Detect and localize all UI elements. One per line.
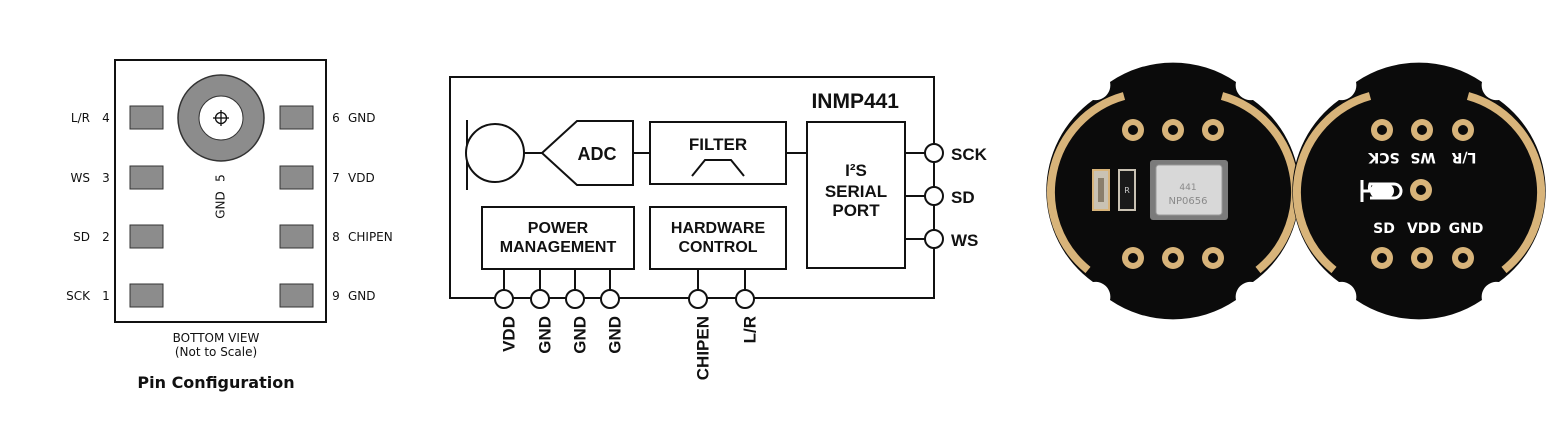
pad-2 (129, 224, 164, 249)
pin-number: 4 (102, 111, 110, 125)
serial-port-label: PORT (832, 201, 880, 220)
bottom-pin-lr: L/R (740, 316, 759, 343)
power-mgmt-label: MANAGEMENT (500, 239, 617, 256)
chip-marking: NP0656 (1169, 196, 1208, 207)
silk-label-vdd: VDD (1407, 221, 1441, 237)
pin-label: GND (348, 111, 376, 125)
pcb-back: SCK WS L/R SD VDD GND (1292, 62, 1546, 320)
bottom-view-label: BOTTOM VIEW (173, 331, 260, 345)
pin-circle-sd (924, 186, 944, 206)
block-diagram: INMP441 ADC FILTER I²S SERIAL PORT SCK S… (449, 76, 988, 380)
bottom-pin-gnd: GND (570, 316, 589, 354)
pad-3 (129, 165, 164, 190)
pin-number: 7 (332, 171, 340, 185)
pin-label: SCK (66, 289, 91, 303)
resistor-marking: R (1124, 186, 1130, 195)
pin-circle-lr (735, 289, 755, 309)
microphone-icon (465, 123, 525, 183)
pin-number: 3 (102, 171, 110, 185)
chip-name: INMP441 (811, 90, 899, 113)
microphone-can (1155, 164, 1223, 216)
filter-block (649, 121, 787, 185)
pin-circle-gnd (600, 289, 620, 309)
pin-circle-vdd (494, 289, 514, 309)
serial-port-label: SERIAL (825, 182, 887, 201)
bottom-pin-gnd: GND (605, 316, 624, 354)
power-management-block (481, 206, 635, 270)
silk-label-ws: WS (1410, 149, 1436, 165)
pad-4 (129, 105, 164, 130)
pin-number: 1 (102, 289, 110, 303)
center-pin-number: 5 (214, 174, 228, 182)
sound-hole-marker-icon (1360, 180, 1403, 202)
power-mgmt-label: POWER (528, 220, 589, 237)
pin-circle-chipen (688, 289, 708, 309)
hardware-control-block (649, 206, 787, 270)
serial-port-label: I²S (845, 161, 867, 180)
adc-label: ADC (578, 144, 617, 164)
pin-number: 2 (102, 230, 110, 244)
smd-resistor (1118, 169, 1136, 211)
pin-name-sd: SD (951, 188, 975, 207)
pin-number: 9 (332, 289, 340, 303)
serial-port-block (806, 121, 906, 269)
hw-control-label: HARDWARE (671, 220, 766, 237)
pad-6 (279, 105, 314, 130)
silk-label-gnd: GND (1449, 221, 1484, 237)
pin-number: 6 (332, 111, 340, 125)
pin-number: 8 (332, 230, 340, 244)
pin-config-caption: Pin Configuration (137, 373, 294, 392)
bottom-pin-vdd: VDD (499, 316, 518, 352)
silk-label-lr: L/R (1451, 149, 1476, 165)
gold-ring-left (1292, 92, 1372, 274)
bottom-pin-gnd: GND (535, 316, 554, 354)
center-pin-label: GND (214, 191, 228, 219)
pin-configuration: L/R 4 WS 3 SD 2 SCK 1 6 GND 7 VDD 8 CHIP… (66, 59, 393, 392)
pin-circle-gnd (530, 289, 550, 309)
pin-name-sck: SCK (951, 145, 988, 164)
pin-label: SD (73, 230, 90, 244)
package-outline (114, 59, 327, 323)
pin-label: L/R (71, 111, 90, 125)
pin-name-ws: WS (951, 231, 978, 250)
pad-8 (279, 224, 314, 249)
gold-ring-left (1046, 92, 1126, 274)
silk-label-sck: SCK (1367, 149, 1399, 165)
gold-ring-right (1220, 92, 1300, 274)
pin-circle-ws (924, 229, 944, 249)
pin-circle-sck (924, 143, 944, 163)
pin-label: CHIPEN (348, 230, 393, 244)
pad-7 (279, 165, 314, 190)
pin-circle-gnd (565, 289, 585, 309)
sound-hole (1416, 185, 1426, 195)
bottom-pin-chipen: CHIPEN (693, 316, 712, 380)
filter-label: FILTER (689, 135, 747, 154)
pin-label: VDD (348, 171, 375, 185)
bandpass-icon (691, 159, 745, 177)
pad-9 (279, 283, 314, 308)
pin-label: WS (71, 171, 90, 185)
not-to-scale-label: (Not to Scale) (175, 345, 257, 359)
silk-label-sd: SD (1373, 221, 1395, 237)
hw-control-label: CONTROL (678, 239, 757, 256)
pad-1 (129, 283, 164, 308)
gold-ring-right (1466, 92, 1546, 274)
pcb-front: R 441 NP0656 (1046, 62, 1300, 320)
chip-marking: 441 (1179, 183, 1196, 193)
pin-label: GND (348, 289, 376, 303)
